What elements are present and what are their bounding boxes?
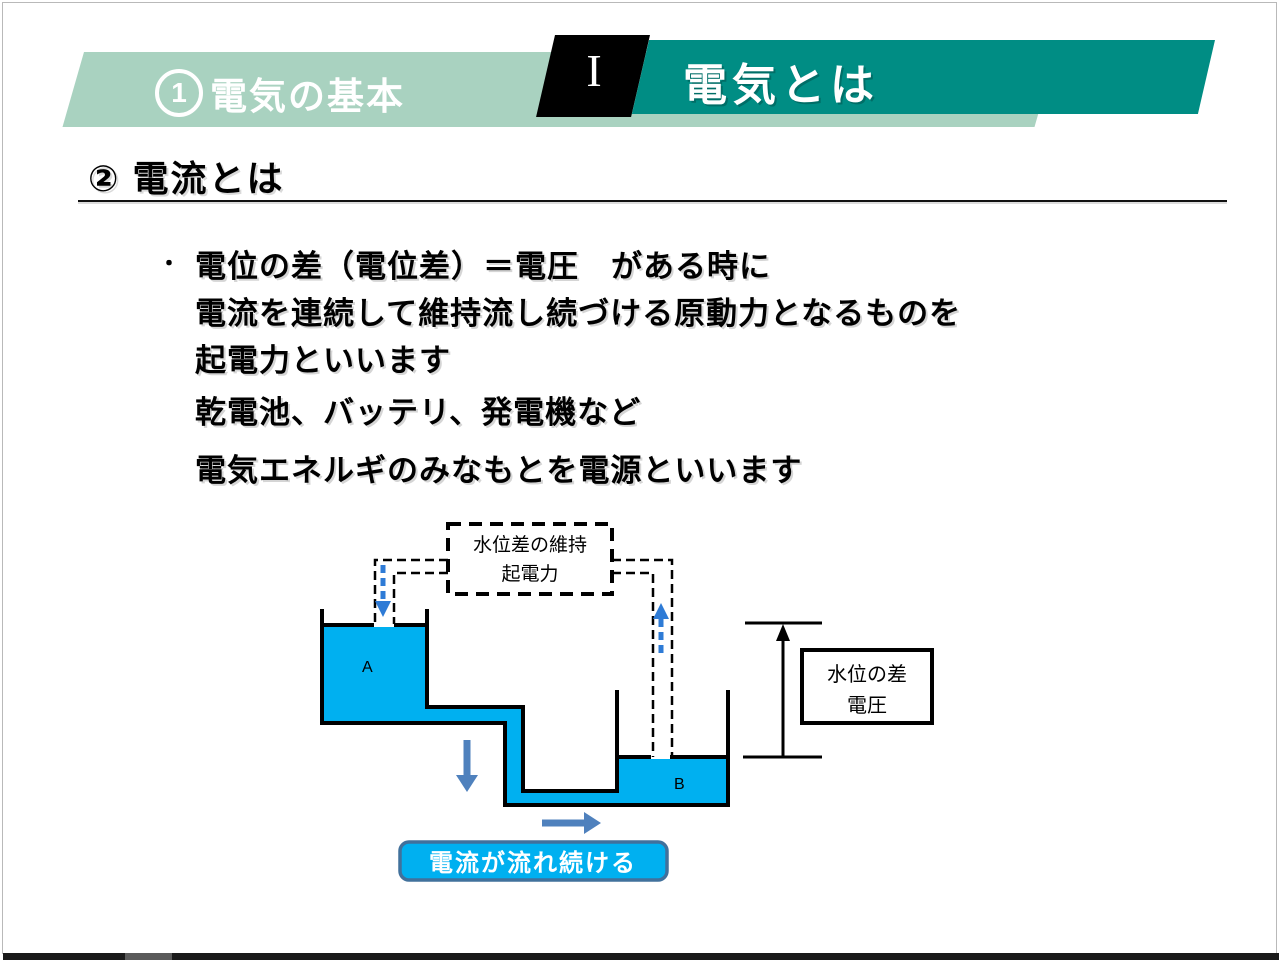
section-badge-label: 電気の基本 [210, 76, 405, 117]
level-measure-arrowhead-icon [776, 624, 790, 641]
section-badge: 1 電気の基本 [155, 66, 405, 120]
level-box-line1: 水位の差 [827, 663, 907, 686]
body-line: 電流を連続して維持流し続づける原動力となるものを [195, 296, 962, 331]
heading-underline [78, 200, 1227, 202]
tank-a-label: A [362, 659, 373, 676]
level-measure-lines [743, 621, 822, 759]
emf-box-line2: 起電力 [501, 563, 558, 585]
bottom-edge-bar [3, 953, 1279, 960]
page-title: ② 電流とは [88, 158, 285, 199]
tank-b-label: B [674, 776, 685, 793]
caption-text: 電流が流れ続ける [429, 849, 637, 877]
chapter-title: 電気とは [683, 61, 879, 110]
chapter-numeral: I [586, 45, 602, 96]
body-line: 起電力といいます [195, 343, 451, 378]
tank-outline [320, 609, 730, 807]
water-analogy-diagram: 水位差の維持 起電力 水位の差 電圧 A B 電流が流れ続ける [320, 522, 934, 882]
section-number-circle-icon: 1 [155, 69, 203, 117]
body-line: 電位の差（電位差）＝電圧 がある時に [195, 249, 771, 284]
level-box-line2: 電圧 [847, 695, 887, 717]
flow-down-arrowhead-icon [456, 775, 478, 792]
bottom-bar-thumb[interactable] [125, 953, 172, 960]
level-box [800, 648, 934, 725]
bullet-dot: ・ [158, 251, 181, 276]
pipe-down-arrowhead-icon [375, 601, 391, 617]
flow-right-arrowhead-icon [584, 812, 601, 834]
caption-box [398, 840, 669, 882]
body-line: 乾電池、バッテリ、発電機など [195, 395, 642, 430]
emf-box [446, 522, 614, 596]
pump-pipe-dashed-lines [373, 558, 674, 757]
body-line: 電気エネルギのみなもとを電源といいます [195, 453, 803, 488]
emf-box-line1: 水位差の維持 [473, 534, 587, 556]
pipe-up-arrowhead-icon [653, 603, 669, 619]
